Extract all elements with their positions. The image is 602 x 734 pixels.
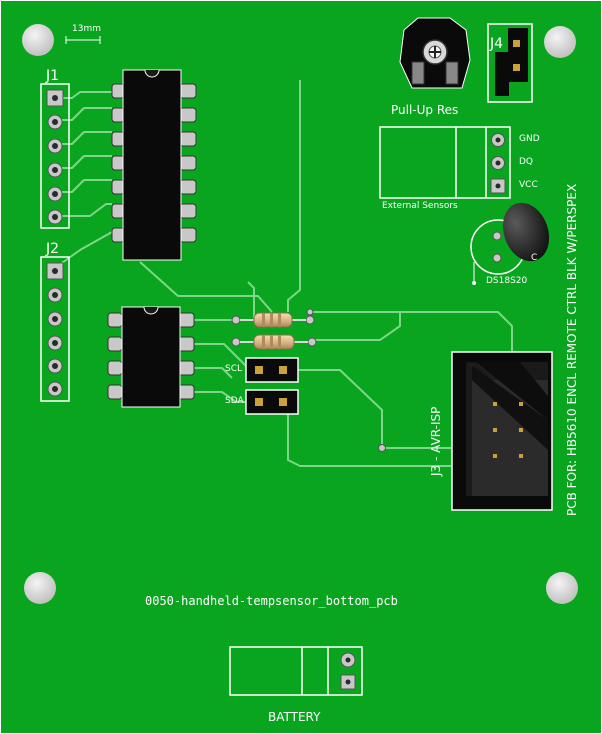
sensor-pin-dq: DQ: [519, 157, 534, 167]
j4-label: J4: [490, 36, 504, 52]
board-title: 0050-handheld-tempsensor_bottom_pcb: [145, 594, 398, 608]
external-sensors-label: External Sensors: [382, 201, 458, 211]
resistors: [231, 312, 317, 350]
resistor-1: [231, 312, 315, 328]
scl-label: SCL: [225, 364, 243, 374]
sda-label: SDA: [225, 396, 244, 406]
battery-connector: [229, 646, 363, 696]
sensor-pin-gnd: GND: [519, 134, 540, 144]
pullup-label: Pull-Up Res: [391, 103, 459, 117]
scale-label: 13mm: [72, 24, 101, 34]
resistor-2: [231, 334, 317, 350]
ic2-chip: [107, 306, 195, 408]
external-sensors-block: [379, 126, 511, 199]
vias: [306, 308, 386, 452]
mounting-hole-bottom-right: [546, 572, 578, 604]
ic1-chip: [111, 69, 197, 261]
mounting-hole-top-left: [22, 24, 54, 56]
mounting-holes: [22, 24, 578, 604]
j4-jumper: [487, 23, 533, 103]
j2-header: [40, 256, 70, 402]
mounting-hole-top-right: [544, 26, 576, 58]
ds18s20-label: DS18S20: [486, 276, 528, 286]
j2-label: J2: [46, 241, 60, 257]
mounting-hole-bottom-left: [24, 572, 56, 604]
ds18s20-sensor: [470, 202, 550, 285]
j3-avr-isp-label: J3 - AVR-ISP: [429, 406, 443, 476]
battery-label: BATTERY: [268, 710, 321, 724]
j3-avr-isp-header: [451, 351, 553, 511]
pullup-potentiometer: [399, 17, 471, 89]
sensor-pin-vcc: VCC: [519, 180, 538, 190]
j1-label: J1: [46, 68, 60, 84]
j1-header: [40, 83, 70, 229]
board-side-text: PCB FOR: HB5610 ENCL REMOTE CTRL BLK W/P…: [565, 183, 579, 516]
scl-jumper: [245, 357, 299, 383]
sda-jumper: [245, 389, 299, 415]
ds18s20-pin-label: C: [531, 253, 538, 263]
scale-bar: [65, 36, 101, 44]
